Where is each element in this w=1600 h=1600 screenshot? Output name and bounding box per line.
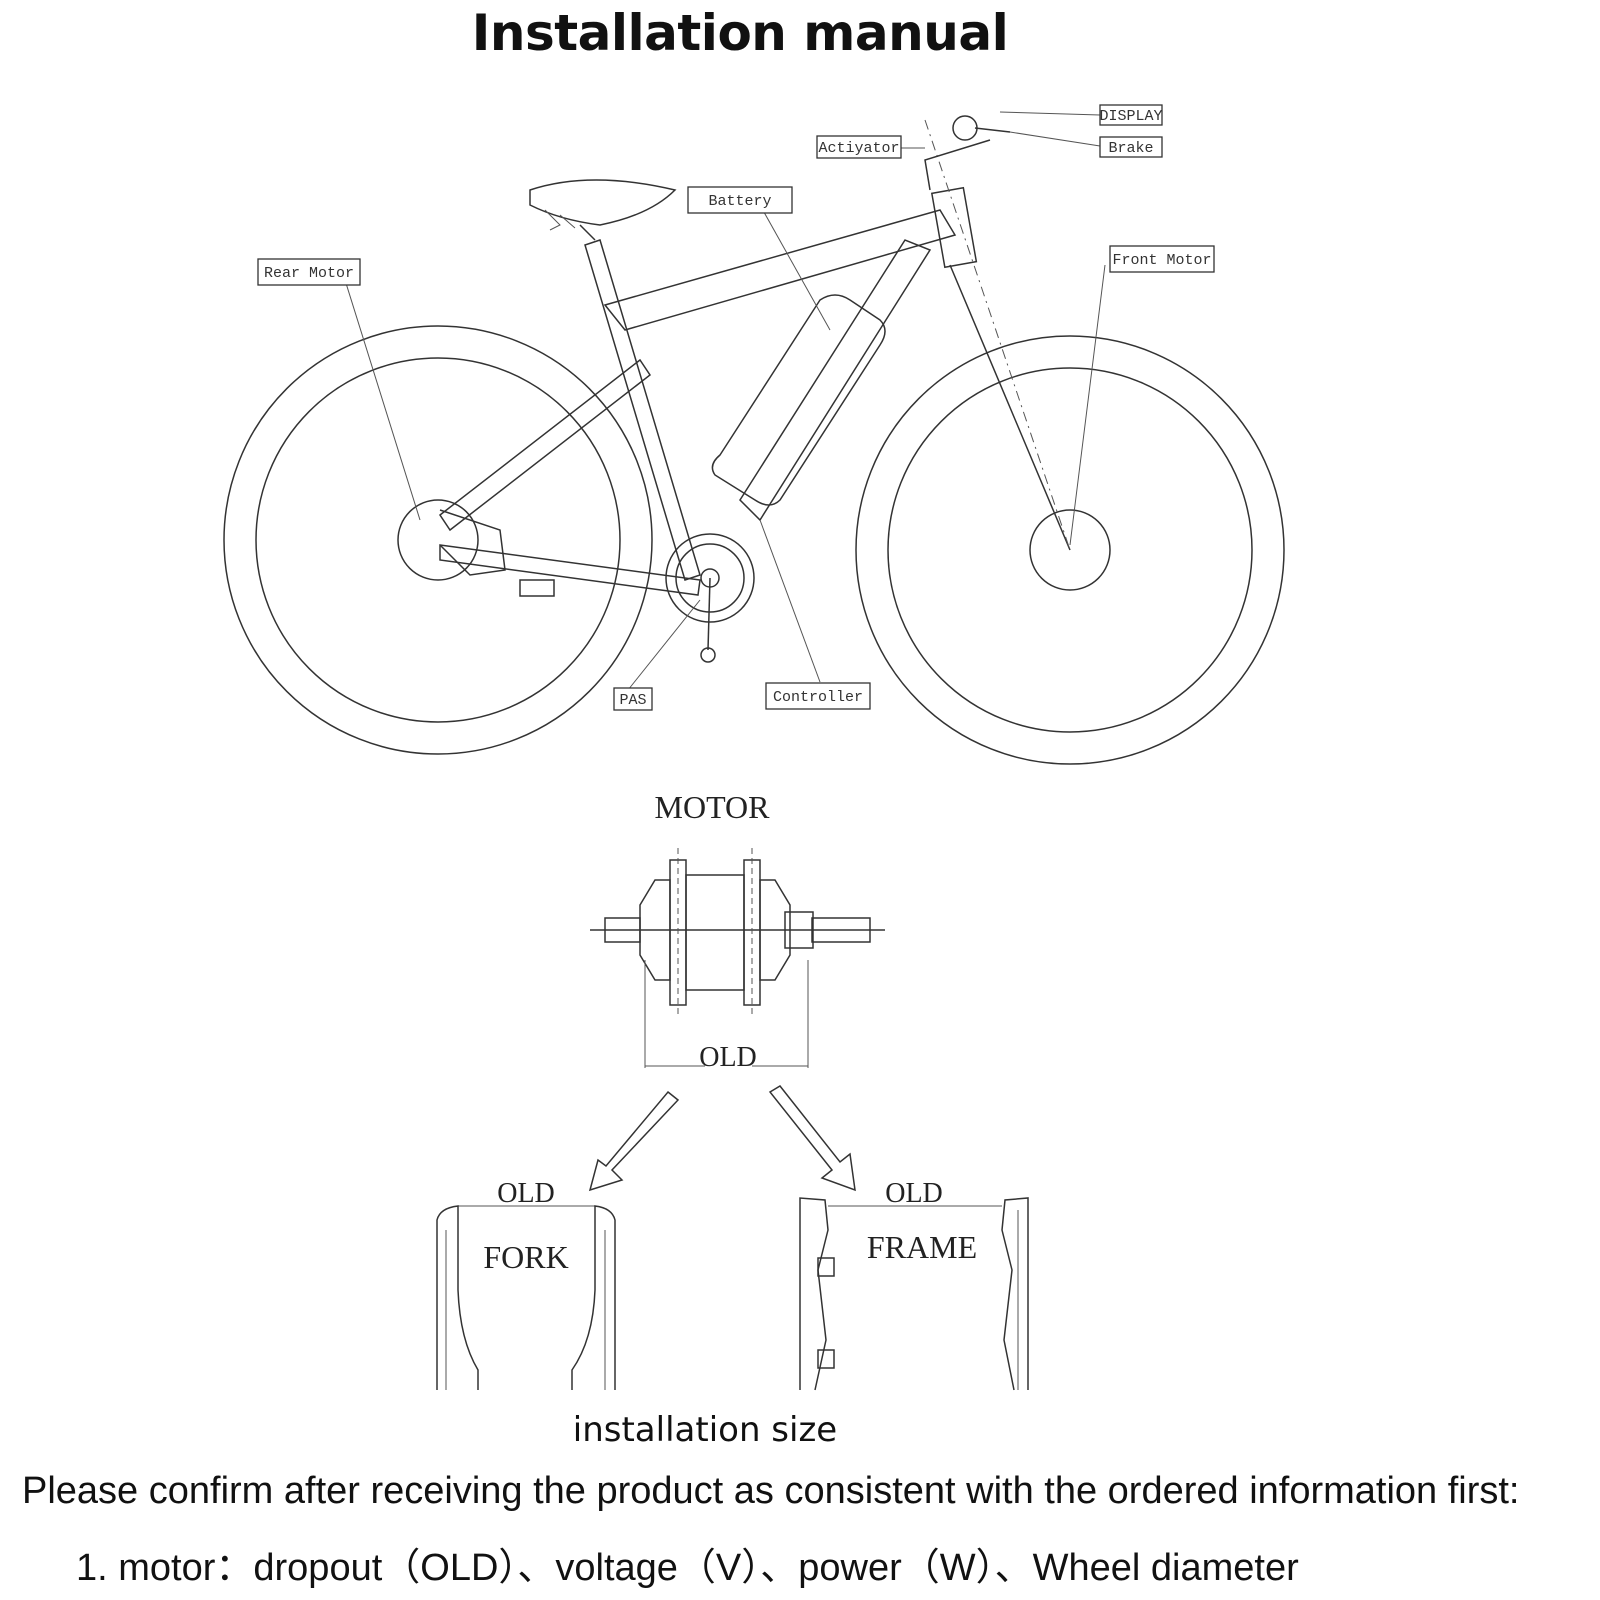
frame-drawing: OLD FRAME [799,1178,1029,1391]
front-wheel-outer [855,335,1285,765]
rear-wheel-inner [255,357,621,723]
label-battery: Battery [687,186,793,214]
rear-wheel-outer [223,325,653,755]
page-title: Installation manual [471,4,1009,62]
arrow-left-icon [588,1090,680,1192]
svg-text:Controller: Controller [773,689,863,706]
svg-text:Brake: Brake [1108,140,1153,157]
frame-label: FRAME [867,1229,977,1265]
fork-label: FORK [483,1239,568,1275]
confirmation-note: Please confirm after receiving the produ… [22,1470,1520,1512]
checklist-item-1: 1. motor：dropout（OLD）、voltage（V）、power（W… [76,1547,1299,1589]
svg-text:Battery: Battery [708,193,771,210]
motor-drawing: MOTOR OLD [590,789,885,1073]
installation-size-caption: installation size [572,1410,838,1450]
fork-drawing: OLD FORK [436,1178,616,1390]
svg-text:DISPLAY: DISPLAY [1099,108,1162,125]
old-dimension-frame: OLD [885,1178,943,1209]
leader-lines [344,111,1106,691]
bicycle-drawing: DISPLAY Brake Actiyator Battery Front Mo… [223,104,1285,765]
label-actuator: Actiyator [816,135,902,159]
bike-frame [438,115,1071,663]
old-dimension-motor: OLD [699,1042,757,1073]
label-pas: PAS [613,687,653,711]
svg-text:Front Motor: Front Motor [1112,252,1211,269]
rear-hub [397,499,479,581]
svg-text:Rear Motor: Rear Motor [264,265,354,282]
label-brake: Brake [1099,136,1163,158]
svg-text:Actiyator: Actiyator [818,140,899,157]
front-wheel-inner [887,367,1253,733]
front-hub [1029,509,1111,591]
svg-text:PAS: PAS [619,692,646,709]
label-rear-motor: Rear Motor [257,258,361,286]
label-front-motor: Front Motor [1109,245,1215,273]
label-display: DISPLAY [1099,104,1163,126]
motor-label: MOTOR [655,789,771,825]
arrow-right-icon [768,1085,856,1192]
label-controller: Controller [765,682,871,710]
arrows [588,1085,856,1192]
old-dimension-fork: OLD [497,1178,555,1209]
